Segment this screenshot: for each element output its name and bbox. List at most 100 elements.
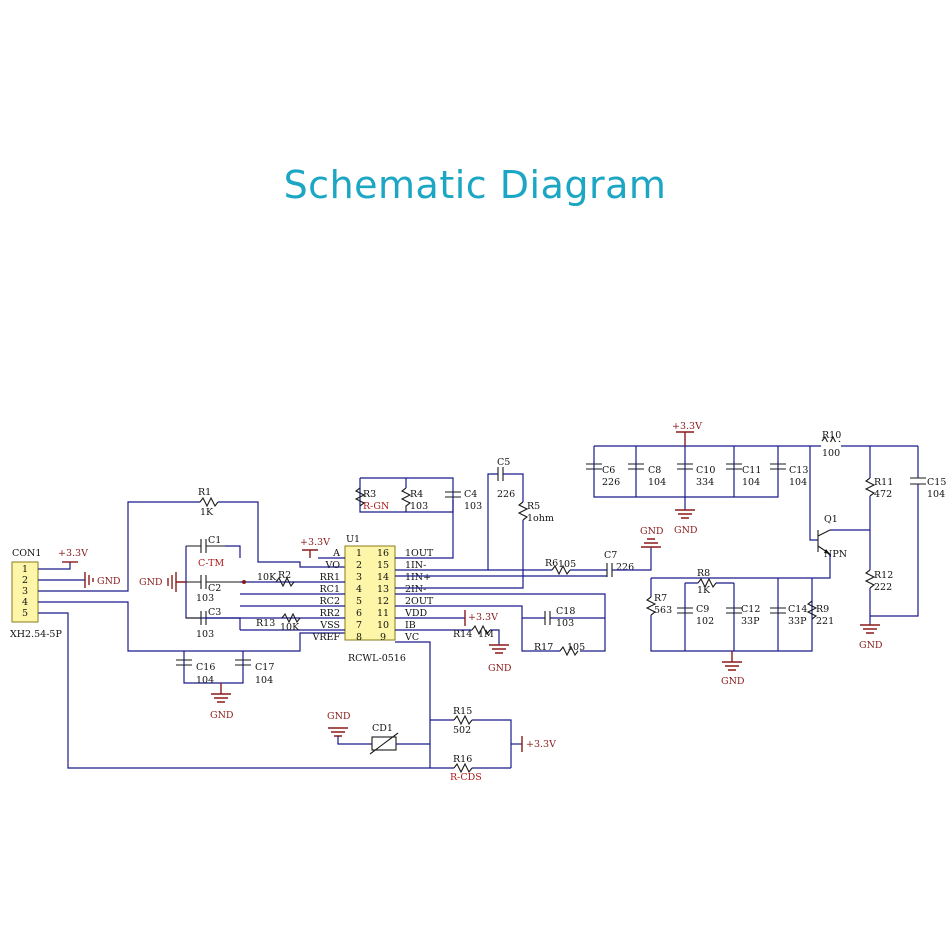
cd1-ref: CD1 bbox=[372, 723, 393, 734]
resistor-r11: R11 472 bbox=[864, 446, 893, 570]
connector-con1: CON1 XH2.54-5P 1 2 3 4 5 bbox=[10, 548, 62, 640]
r1-value: 1K bbox=[200, 507, 214, 518]
page-title: Schematic Diagram bbox=[283, 163, 667, 207]
r3-ref: R3 bbox=[363, 489, 376, 500]
capacitor-c2: C2 103 bbox=[186, 575, 240, 604]
capacitor-c5: C5 226 bbox=[497, 457, 515, 500]
c1-ref: C1 bbox=[208, 535, 221, 546]
gnd-label-r14: GND bbox=[488, 663, 512, 674]
chip-pin-name-rr2: RR2 bbox=[320, 608, 340, 619]
c15-value: 104 bbox=[927, 489, 945, 500]
chip-pin-name-1in-minus: 1IN- bbox=[405, 560, 426, 571]
r5-ref: R5 bbox=[527, 501, 540, 512]
wire-con1-pin3 bbox=[38, 501, 200, 592]
c17-ref: C17 bbox=[255, 662, 274, 673]
vcc-label-vdd: +3.3V bbox=[468, 612, 498, 623]
vcc-r15: +3.3V bbox=[511, 736, 556, 752]
r12-value: 222 bbox=[874, 582, 892, 593]
capacitor-c4: C4 103 bbox=[445, 489, 482, 512]
r2-body bbox=[275, 576, 295, 588]
c15-ref: C15 bbox=[927, 477, 946, 488]
capacitor-c6: C6 226 bbox=[586, 463, 620, 488]
gnd-connector: GND bbox=[84, 572, 121, 588]
wire-c3-right bbox=[206, 617, 241, 630]
c11-ref: C11 bbox=[742, 465, 761, 476]
wire-r14 bbox=[455, 629, 500, 645]
c8-ref: C8 bbox=[648, 465, 661, 476]
capacitor-c11: C11 104 bbox=[726, 446, 761, 497]
r10-ref: R10 bbox=[822, 430, 841, 441]
resistor-r14: R14 1M bbox=[453, 624, 500, 645]
r14-value: 1M bbox=[478, 629, 494, 640]
wire-pin-vdd-to-r17 bbox=[395, 605, 560, 652]
c1-body bbox=[186, 539, 225, 553]
c5-ref: C5 bbox=[497, 457, 510, 468]
chip-pin-num-15: 15 bbox=[377, 560, 389, 571]
c7-body bbox=[606, 563, 613, 577]
gnd-label-c7: GND bbox=[640, 526, 664, 537]
connector-ref: CON1 bbox=[12, 548, 41, 559]
resistor-r4: R4 103 bbox=[400, 478, 428, 512]
gnd-r7-loop: GND bbox=[721, 651, 745, 687]
chip-pin-num-4: 4 bbox=[356, 584, 362, 595]
gnd-r14: GND bbox=[488, 644, 512, 674]
chip-pin-name-vss: VSS bbox=[319, 620, 340, 631]
vcc-bar-bank bbox=[676, 431, 694, 446]
c9-body bbox=[677, 607, 693, 614]
c16-body bbox=[176, 659, 192, 666]
c14-ref: C14 bbox=[788, 604, 807, 615]
r3-value: R-GN bbox=[363, 501, 389, 512]
r6-body bbox=[551, 564, 571, 576]
capacitor-c14: C14 33P bbox=[770, 578, 807, 651]
c11-value: 104 bbox=[742, 477, 760, 488]
c9-ref: C9 bbox=[696, 604, 709, 615]
r14-ref: R14 bbox=[453, 629, 472, 640]
chip-pin-name-rc2: RC2 bbox=[320, 596, 340, 607]
chip-pin-name-1out: 1OUT bbox=[405, 548, 434, 559]
resistor-r10: R10 100 bbox=[821, 430, 841, 459]
chip-right-pin-wires bbox=[395, 473, 607, 768]
r9-body bbox=[806, 600, 818, 620]
chip-ref: U1 bbox=[346, 534, 360, 545]
resistor-r3: R3 R-GN bbox=[354, 487, 389, 512]
resistor-r15: R15 502 bbox=[430, 706, 512, 768]
wire-pin-2in-minus bbox=[395, 520, 524, 589]
chip-part: RCWL-0516 bbox=[348, 653, 406, 664]
vcc-label-bank: +3.3V bbox=[672, 421, 702, 432]
r9-value: 221 bbox=[816, 616, 834, 627]
resistor-r5: R5 1ohm bbox=[517, 501, 554, 524]
chip-pin-name-ib: IB bbox=[405, 620, 416, 631]
wire-con1-pin4 bbox=[38, 601, 345, 652]
r4-ref: R4 bbox=[410, 489, 423, 500]
wire-pin-vc bbox=[395, 641, 431, 768]
r10-gap bbox=[821, 442, 841, 450]
c6-value: 226 bbox=[602, 477, 620, 488]
c2-ref: C2 bbox=[208, 583, 221, 594]
r13-ref: R13 bbox=[256, 618, 275, 629]
r7-value: 563 bbox=[654, 605, 672, 616]
chip-pin-num-13: 13 bbox=[377, 584, 389, 595]
c5-body bbox=[497, 467, 504, 481]
chip-pin-num-10: 10 bbox=[377, 620, 389, 631]
c4-body bbox=[445, 491, 461, 498]
chip-body bbox=[344, 545, 396, 641]
q1-value: NPN bbox=[824, 549, 847, 560]
chip-pin-name-vdd: VDD bbox=[404, 608, 427, 619]
wire-c16-c17-loop bbox=[183, 651, 244, 684]
connector-wires bbox=[38, 501, 430, 769]
r6-ref: R6 bbox=[545, 558, 558, 569]
chip-pin-num-5: 5 bbox=[356, 596, 362, 607]
capacitor-c17: C17 104 bbox=[235, 659, 274, 686]
c17-body bbox=[235, 659, 251, 666]
c2-value: 103 bbox=[196, 593, 214, 604]
gnd-symbol-cd1 bbox=[328, 727, 348, 737]
vcc-pin-a: +3.3V bbox=[300, 537, 330, 558]
capacitor-c10: C10 334 bbox=[677, 446, 715, 510]
resistor-r8: R8 1K bbox=[685, 568, 734, 596]
c18-ref: C18 bbox=[556, 606, 575, 617]
chip-pin-name-vc: VC bbox=[404, 632, 419, 643]
capacitor-c8: C8 104 bbox=[628, 446, 666, 497]
chip-pin-name-rc1: RC1 bbox=[320, 584, 340, 595]
r8-value: 1K bbox=[697, 585, 711, 596]
capacitor-c1: C1 C-TM bbox=[186, 535, 225, 569]
